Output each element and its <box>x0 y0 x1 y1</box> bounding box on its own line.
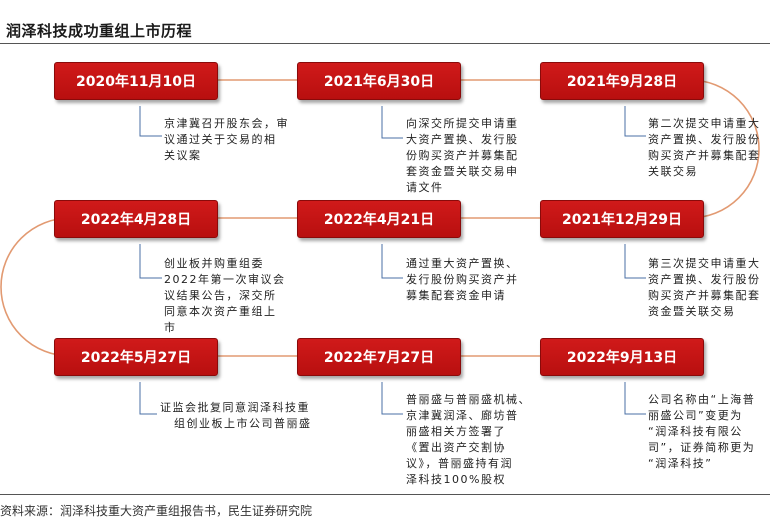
desc-line: “润泽科技” <box>648 457 713 470</box>
desc-line: 套资金暨关联交易申 <box>406 165 519 178</box>
desc-line: 通过重大资产置换、 <box>406 257 519 270</box>
desc-line: 请文件 <box>406 181 444 194</box>
event-description-1: 京津冀召开股东会，审 议通过关于交易的相 关议案 <box>164 116 289 164</box>
desc-line: 份购买资产并募集配 <box>406 149 519 162</box>
event-description-6: 第三次提交申请重大 资产置换、发行股份 购买资产并募集配套 资金暨关联交易 <box>648 256 761 320</box>
desc-line: 2022年第一次审议会 <box>164 273 286 286</box>
desc-line: 京津冀润泽、廊坊普 <box>406 409 519 422</box>
callout-bracket-9 <box>624 382 646 415</box>
desc-line: 发行股份购买资产并 <box>406 273 519 286</box>
desc-line: 议结果公告，深交所 <box>164 289 277 302</box>
callout-bracket-7 <box>139 382 157 415</box>
date-box-2022-05-27: 2022年5月27日 <box>54 338 218 376</box>
desc-line: 议通过关于交易的相 <box>164 133 277 146</box>
date-box-2021-12-29: 2021年12月29日 <box>540 200 704 238</box>
event-description-2: 向深交所提交申请重 大资产置换、发行股 份购买资产并募集配 套资金暨关联交易申 … <box>406 116 519 196</box>
desc-line: 证监会批复同意润泽科技重 <box>160 401 310 414</box>
event-description-4: 创业板并购重组委 2022年第一次审议会 议结果公告，深交所 同意本次资产重组上… <box>164 256 286 336</box>
desc-line: 泽科技100%股权 <box>406 473 506 486</box>
event-description-5: 通过重大资产置换、 发行股份购买资产并 募集配套资金申请 <box>406 256 519 304</box>
desc-line: 购买资产并募集配套 <box>648 149 761 162</box>
desc-line: 资产置换、发行股份 <box>648 133 761 146</box>
date-box-2021-09-28: 2021年9月28日 <box>540 62 704 100</box>
connector-bend-right <box>620 79 760 219</box>
desc-line: 向深交所提交申请重 <box>406 117 519 130</box>
desc-line: 关议案 <box>164 149 202 162</box>
desc-line: 资产置换、发行股份 <box>648 273 761 286</box>
callout-bracket-1 <box>139 106 162 137</box>
date-box-2022-09-13: 2022年9月13日 <box>540 338 704 376</box>
date-box-2022-04-21: 2022年4月21日 <box>297 200 461 238</box>
desc-line: 组创业板上市公司普丽盛 <box>174 417 312 430</box>
desc-line: “润泽科技有限公 <box>648 425 743 438</box>
connector-bend-left <box>0 217 133 357</box>
title-divider <box>0 43 770 44</box>
desc-line: 募集配套资金申请 <box>406 289 506 302</box>
desc-line: 大资产置换、发行股 <box>406 133 519 146</box>
desc-line: 创业板并购重组委 <box>164 257 264 270</box>
date-box-2020-11-10: 2020年11月10日 <box>54 62 218 100</box>
event-description-3: 第二次提交申请重大 资产置换、发行股份 购买资产并募集配套 关联交易 <box>648 116 761 180</box>
desc-line: 京津冀召开股东会，审 <box>164 117 289 130</box>
callout-bracket-8 <box>381 382 403 415</box>
desc-line: 丽盛相关方签署了 <box>406 425 506 438</box>
desc-line: 第三次提交申请重大 <box>648 257 761 270</box>
desc-line: 司”，证券简称更为 <box>648 441 756 454</box>
desc-line: 同意本次资产重组上 <box>164 305 277 318</box>
event-description-9: 公司名称由“上海普 丽盛公司”变更为 “润泽科技有限公 司”，证券简称更为 “润… <box>648 392 755 472</box>
date-box-2022-07-27: 2022年7月27日 <box>297 338 461 376</box>
event-description-8: 普丽盛与普丽盛机械、 京津冀润泽、廊坊普 丽盛相关方签署了 《置出资产交割协 议… <box>406 392 531 488</box>
callout-bracket-3 <box>624 106 646 137</box>
desc-line: 《置出资产交割协 <box>406 441 506 454</box>
desc-line: 普丽盛与普丽盛机械、 <box>406 393 531 406</box>
footer-divider <box>0 494 770 495</box>
callout-bracket-4 <box>139 244 162 279</box>
desc-line: 公司名称由“上海普 <box>648 393 756 406</box>
page-title: 润泽科技成功重组上市历程 <box>6 22 193 40</box>
desc-line: 购买资产并募集配套 <box>648 289 761 302</box>
desc-line: 市 <box>164 321 177 334</box>
callout-bracket-5 <box>381 244 403 279</box>
source-note: 资料来源：润泽科技重大资产重组报告书，民生证券研究院 <box>0 504 313 518</box>
date-box-2022-04-28: 2022年4月28日 <box>54 200 218 238</box>
callout-bracket-6 <box>624 244 646 279</box>
event-description-7: 证监会批复同意润泽科技重 组创业板上市公司普丽盛 <box>160 400 312 432</box>
callout-bracket-2 <box>381 106 403 139</box>
desc-line: 第二次提交申请重大 <box>648 117 761 130</box>
desc-line: 关联交易 <box>648 165 698 178</box>
desc-line: 资金暨关联交易 <box>648 305 736 318</box>
date-box-2021-06-30: 2021年6月30日 <box>297 62 461 100</box>
desc-line: 议》，普丽盛持有润 <box>406 457 513 470</box>
desc-line: 丽盛公司”变更为 <box>648 409 743 422</box>
